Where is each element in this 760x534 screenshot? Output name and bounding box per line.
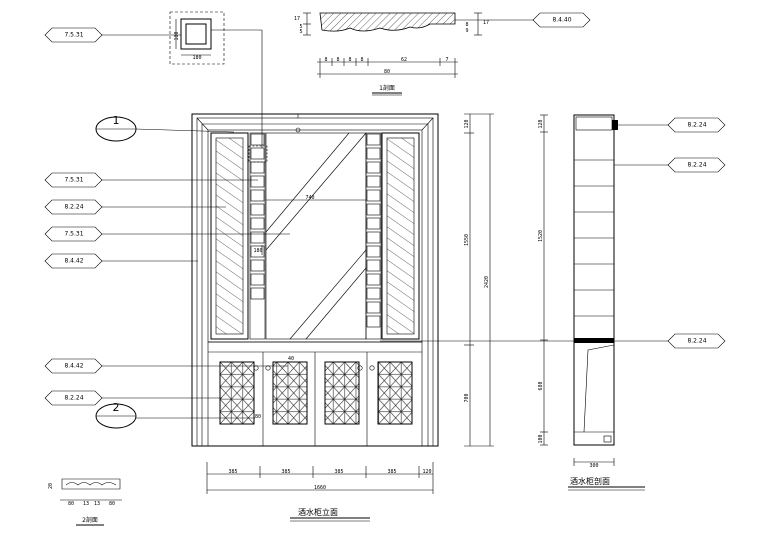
tag-label: 7.5.31 bbox=[64, 231, 83, 238]
callout-number: 1 bbox=[113, 114, 120, 127]
tag-label: 7.5.31 bbox=[64, 177, 83, 184]
tag-label: 8.4.42 bbox=[64, 363, 83, 370]
right-tags: 8.4.40 8.2.24 8.2.24 8.2.24 bbox=[380, 12, 726, 349]
tag-label: 8.4.42 bbox=[64, 258, 83, 265]
elevation-dimensions: 385 385 385 385 120 1660 120 1550 700 24… bbox=[206, 113, 494, 522]
inner-dim: 80 bbox=[255, 414, 261, 420]
tag-8224-r2 bbox=[667, 157, 726, 173]
total-width-dim: 1660 bbox=[314, 485, 326, 491]
d1-left-dim: 5 bbox=[299, 29, 302, 35]
d1-bottom-dim: 7 bbox=[445, 57, 448, 63]
tag-label: 7.5.31 bbox=[64, 32, 83, 39]
right-rack-cells bbox=[366, 133, 381, 328]
section-dim: 100 bbox=[538, 434, 544, 443]
d1-bottom-dim: 8 bbox=[336, 57, 339, 63]
d2-dim: 80 bbox=[109, 501, 115, 507]
bottom-dim: 385 bbox=[334, 469, 343, 475]
bottom-dim: 385 bbox=[281, 469, 290, 475]
tag-8224-r3 bbox=[667, 333, 726, 349]
bottom-dim: 385 bbox=[387, 469, 396, 475]
section-dim: 120 bbox=[538, 119, 544, 128]
bottom-dim: 120 bbox=[422, 469, 431, 475]
callout-number: 2 bbox=[113, 401, 120, 414]
tag-label: 8.2.24 bbox=[687, 162, 706, 169]
bottom-dim: 385 bbox=[228, 469, 237, 475]
tag-8224-r1 bbox=[667, 117, 726, 133]
d1-right-dim: 8 bbox=[465, 22, 468, 28]
cabinet-elevation: 740 180 40 80 bbox=[191, 113, 439, 447]
d1-bottom-dim: 62 bbox=[401, 57, 407, 63]
inner-dim: 180 bbox=[253, 248, 262, 254]
detail-2-section: 20 80 13 13 80 2剖面 bbox=[48, 478, 122, 526]
inner-dim: 740 bbox=[305, 195, 314, 201]
box-dim-horizontal: 180 bbox=[192, 55, 201, 61]
d1-right-dim: 9 bbox=[465, 28, 468, 34]
section-dim: 1520 bbox=[538, 230, 544, 242]
section-width-dim: 300 bbox=[589, 463, 598, 469]
d1-right-dim: 17 bbox=[483, 20, 489, 26]
d1-total-dim: 80 bbox=[384, 69, 390, 75]
cabinet-section: 120 1520 680 100 300 酒水柜剖面 bbox=[538, 114, 645, 491]
tag-label: 8.2.24 bbox=[64, 204, 83, 211]
tag-label: 8.2.24 bbox=[687, 122, 706, 129]
d2-dim: 13 bbox=[94, 501, 100, 507]
section-dim: 680 bbox=[538, 381, 544, 390]
tag-label: 8.2.24 bbox=[687, 338, 706, 345]
d1-left-dim: 5 bbox=[299, 24, 302, 30]
right-total-dim: 2420 bbox=[484, 276, 490, 288]
tag-label: 8.2.24 bbox=[64, 395, 83, 402]
top-box-detail: 180 180 bbox=[169, 11, 263, 148]
d1-bottom-dim: 8 bbox=[348, 57, 351, 63]
detail-1-section: 17 5 5 17 8 9 8 8 8 8 62 7 80 1剖面 bbox=[294, 12, 489, 96]
d2-dim: 13 bbox=[83, 501, 89, 507]
d1-bottom-dim: 8 bbox=[360, 57, 363, 63]
detail-2-title: 2剖面 bbox=[82, 516, 98, 524]
d1-left-dim: 17 bbox=[294, 16, 300, 22]
d2-dim: 80 bbox=[68, 501, 74, 507]
box-dim-vertical: 180 bbox=[174, 31, 180, 40]
d2-height-dim: 20 bbox=[48, 483, 54, 489]
d1-bottom-dim: 8 bbox=[324, 57, 327, 63]
tag-8440 bbox=[532, 12, 591, 28]
right-dim: 700 bbox=[464, 393, 470, 402]
left-tags: 7.5.31 7.5.31 8.2.24 7.5.31 8.4.42 8.4.4… bbox=[44, 27, 290, 429]
elevation-title: 酒水柜立面 bbox=[298, 507, 338, 517]
section-title: 酒水柜剖面 bbox=[570, 476, 610, 486]
detail-1-title: 1剖面 bbox=[379, 84, 395, 92]
tag-label: 8.4.40 bbox=[552, 17, 571, 24]
right-dim: 120 bbox=[464, 119, 470, 128]
left-rack-cells bbox=[250, 133, 265, 300]
right-dim: 1550 bbox=[464, 234, 470, 246]
inner-dim: 40 bbox=[288, 356, 294, 362]
